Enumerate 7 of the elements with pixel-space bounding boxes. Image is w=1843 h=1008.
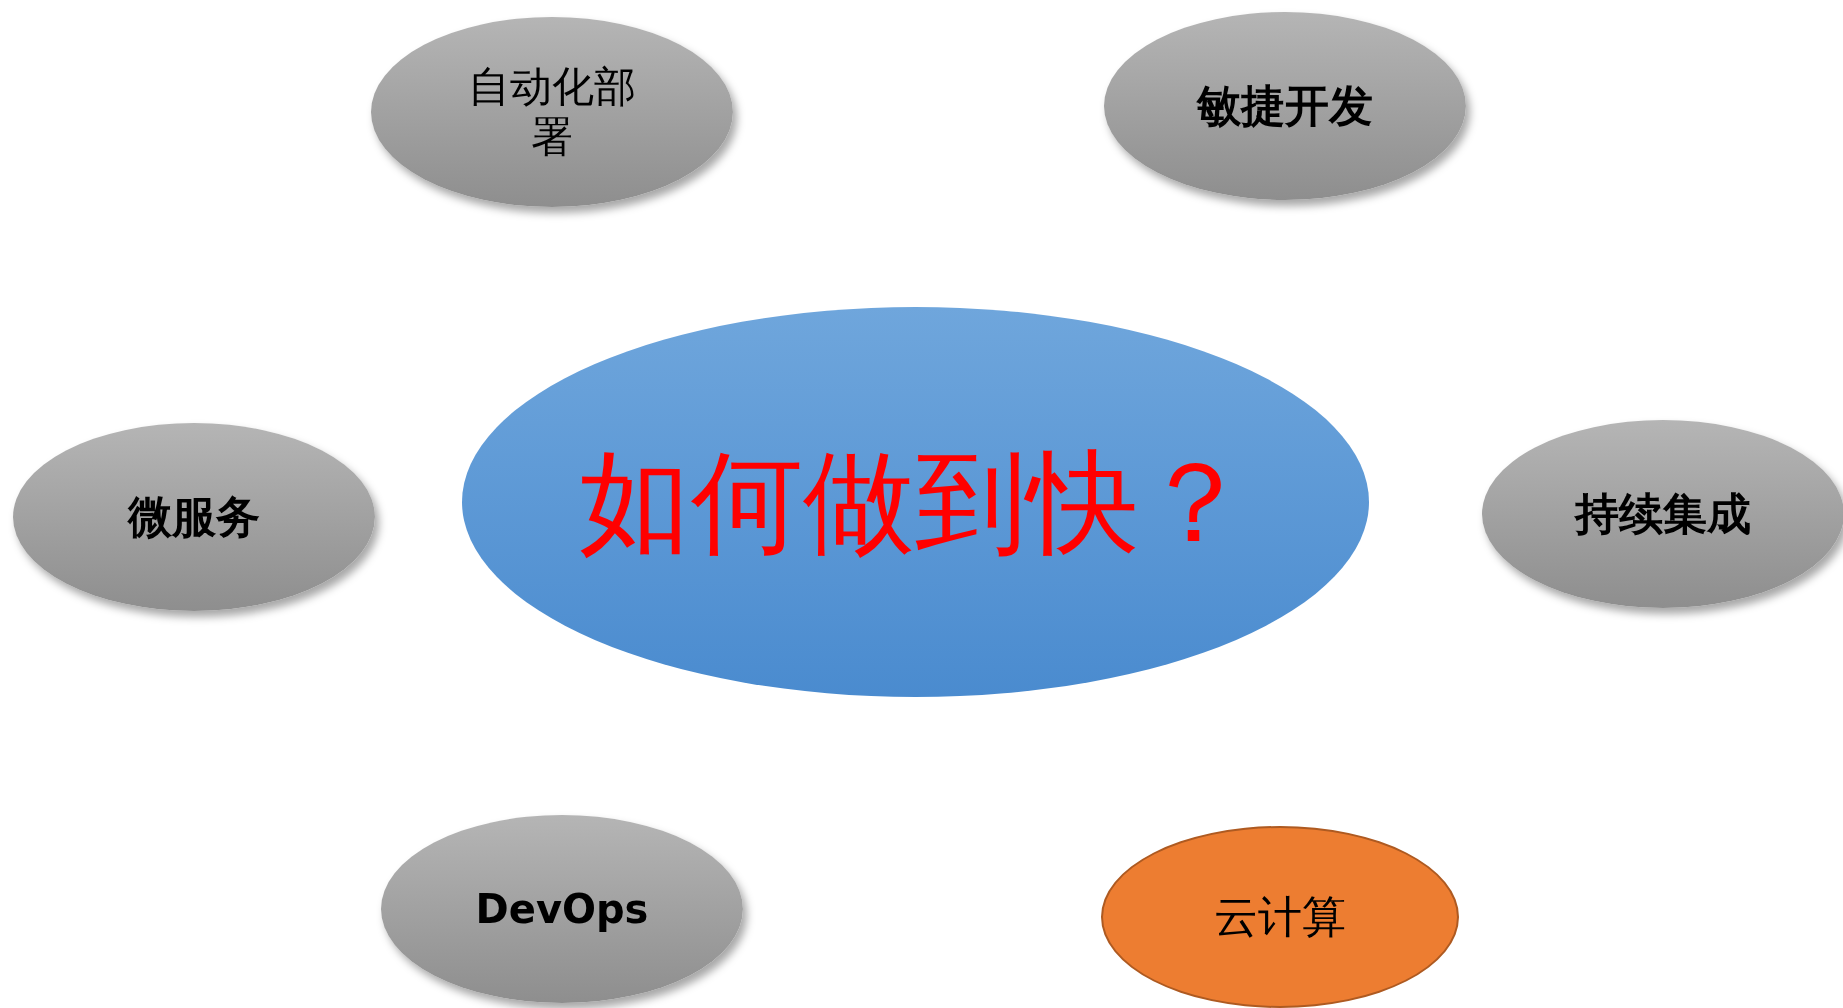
question-text: 如何做到快？ — [579, 435, 1251, 569]
node-label: 敏捷开发 — [1197, 79, 1373, 133]
node-label: 自动化部署 — [467, 61, 637, 163]
node-label: DevOps — [475, 885, 649, 933]
node-label: 持续集成 — [1575, 487, 1751, 541]
node-label: 微服务 — [128, 490, 260, 544]
node-label: 云计算 — [1214, 890, 1346, 944]
